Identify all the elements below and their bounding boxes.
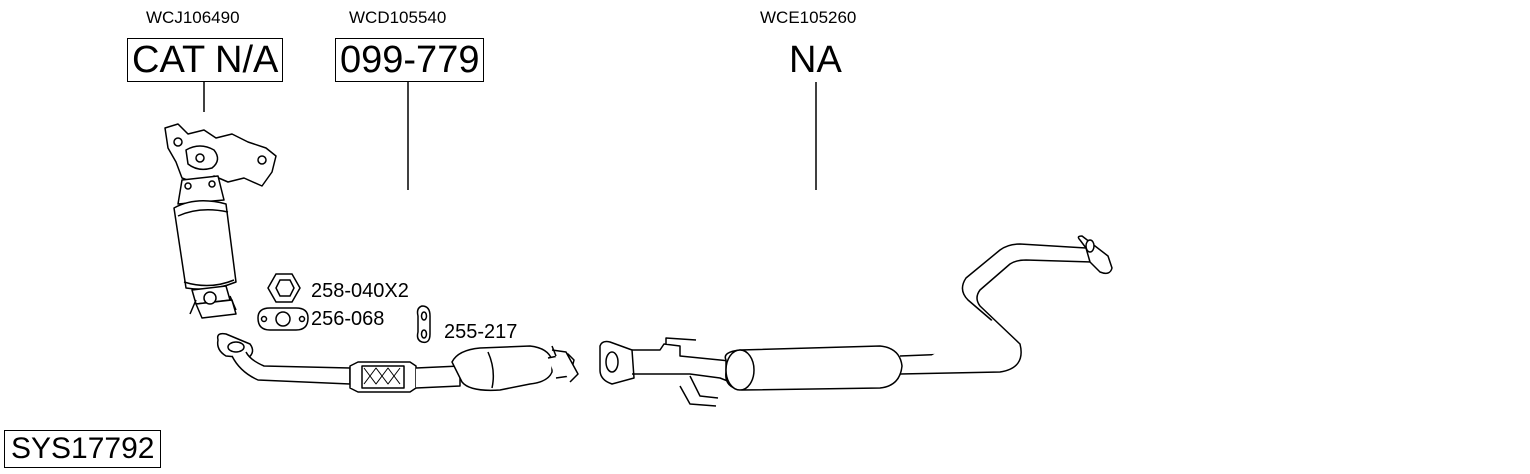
nut-icon: [267, 273, 301, 303]
part-ref-cat[interactable]: CAT N/A: [127, 38, 284, 82]
system-code: SYS17792: [4, 430, 162, 468]
rubber-hanger-icon: [416, 305, 431, 344]
fitting-ref-gasket[interactable]: 256-068: [311, 308, 385, 330]
front-pipe-drawing: [216, 332, 579, 393]
part-ref-front-pipe[interactable]: 099-779: [335, 38, 485, 82]
part-code-cat: WCJ106490: [146, 8, 240, 27]
manifold-catalyst-drawing: [164, 123, 277, 319]
fitting-ref-hanger[interactable]: 255-217: [444, 321, 518, 343]
fitting-ref-nut[interactable]: 258-040X2: [311, 280, 409, 302]
part-ref-rear-section: NA: [789, 39, 842, 81]
gasket-icon: [257, 307, 309, 331]
part-code-rear-section: WCE105260: [760, 8, 857, 27]
rear-section-drawing: [599, 235, 1113, 407]
part-code-front-pipe: WCD105540: [349, 8, 447, 27]
